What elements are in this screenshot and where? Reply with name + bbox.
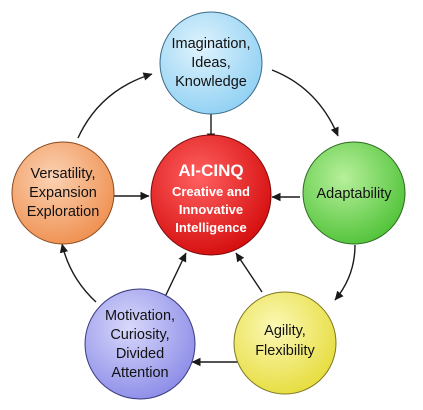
imagination-label-line-2: Ideas, <box>191 55 231 71</box>
motivation-label-line-2: Curiosity, <box>110 327 169 343</box>
center-title: AI-CINQ <box>178 161 243 180</box>
arrow-adaptability-to-agility <box>334 244 356 301</box>
center-arrows <box>113 113 300 300</box>
imagination-label-line-3: Knowledge <box>175 74 247 90</box>
arrow-motivation-to-center <box>163 252 187 300</box>
motivation-label-line-4: Attention <box>111 365 168 381</box>
motivation-label-line-3: Divided <box>116 346 164 362</box>
node-versatility: Versatility, Expansion Exploration <box>11 141 115 245</box>
node-motivation: Motivation, Curiosity, Divided Attention <box>84 288 196 400</box>
node-imagination: Imagination, Ideas, Knowledge <box>159 11 263 115</box>
node-center: AI-CINQ Creative and Innovative Intellig… <box>150 134 272 256</box>
node-adaptability: Adaptability <box>302 141 406 245</box>
imagination-label-line-1: Imagination, <box>172 36 251 52</box>
agility-label-line-2: Flexibility <box>255 343 315 359</box>
agility-label-line-1: Agility, <box>264 323 306 339</box>
node-agility: Agility, Flexibility <box>233 291 337 395</box>
versatility-label-line-2: Expansion <box>29 185 97 201</box>
center-line-1: Creative and <box>172 184 250 199</box>
versatility-label-line-1: Versatility, <box>30 166 95 182</box>
arrow-imagination-to-adaptability <box>271 69 339 137</box>
arrow-agility-to-center <box>235 252 263 293</box>
versatility-label-line-3: Exploration <box>27 204 100 220</box>
center-line-2: Innovative <box>179 202 243 217</box>
cycle-arrows <box>59 69 356 367</box>
adaptability-label: Adaptability <box>317 186 393 202</box>
arrow-motivation-to-versatility <box>59 243 97 303</box>
motivation-label-line-1: Motivation, <box>105 308 175 324</box>
arrow-versatility-to-imagination <box>77 72 153 139</box>
center-line-3: Intelligence <box>175 220 247 235</box>
